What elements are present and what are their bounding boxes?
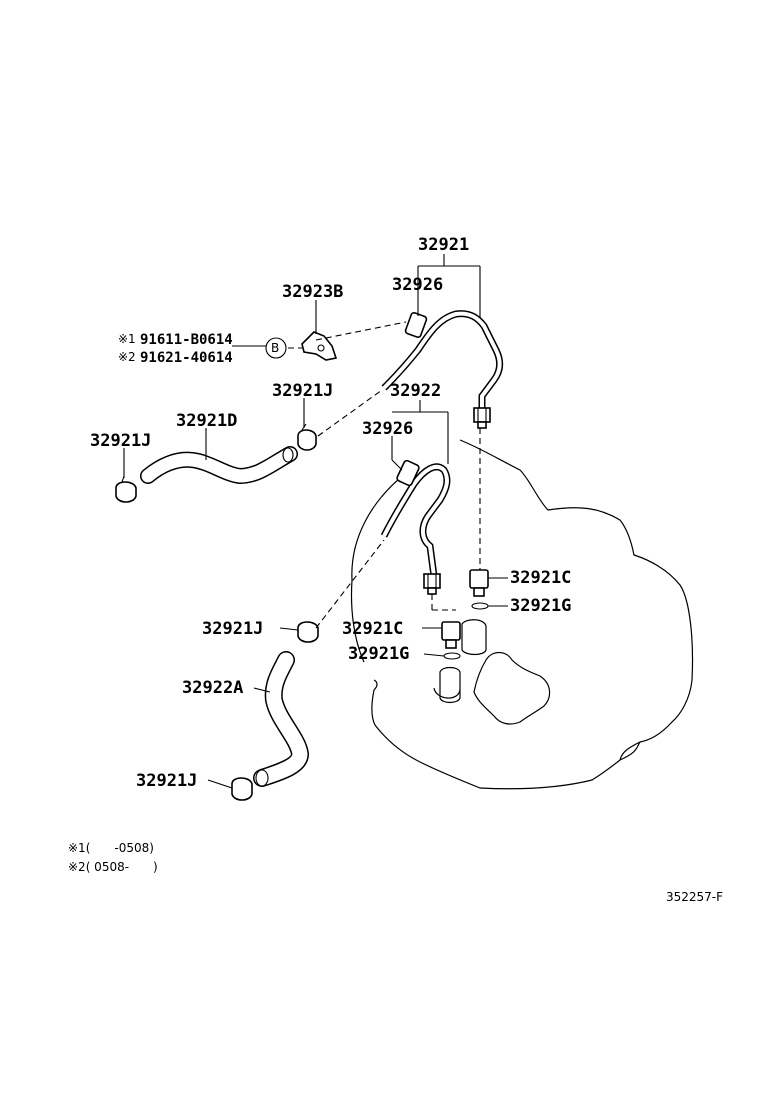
label-32921D: 32921D [176, 411, 237, 431]
clamp-32921J-c[interactable] [297, 621, 319, 643]
callout-b-label: B [271, 341, 279, 355]
label-32926-top: 32926 [392, 275, 443, 295]
label-32926-mid: 32926 [362, 419, 413, 439]
label-32921C-mid: 32921C [342, 619, 403, 639]
note-2: ※2( 0508- ) [68, 860, 158, 874]
sleeve-32926-mid[interactable] [396, 459, 420, 487]
fitting-32921C-mid[interactable] [441, 621, 461, 649]
label-32921J-b: 32921J [90, 431, 151, 451]
clamp-32921J-b[interactable] [115, 475, 137, 503]
label-32921C-right: 32921C [510, 568, 571, 588]
note-1: ※1( -0508) [68, 841, 154, 855]
washer-32921G-mid[interactable] [443, 652, 461, 660]
hose-32921D[interactable] [140, 446, 298, 485]
clamp-32921J-a[interactable] [297, 423, 317, 451]
pipe-32922[interactable] [380, 463, 451, 595]
pipe-32921[interactable] [381, 310, 504, 429]
label-32921G-right: 32921G [510, 596, 571, 616]
label-32921J-d: 32921J [136, 771, 197, 791]
fitting-32921C-right[interactable] [469, 569, 489, 597]
label-32921J-a: 32921J [272, 381, 333, 401]
connection-lines [288, 321, 481, 629]
bracket-32923B[interactable] [301, 331, 338, 361]
sleeve-32926-top[interactable] [404, 311, 428, 339]
label-32923B: 32923B [282, 282, 343, 302]
label-32921: 32921 [418, 235, 469, 255]
label-32922A: 32922A [182, 678, 243, 698]
leader-lines [123, 254, 508, 789]
hose-32922A[interactable] [253, 651, 310, 787]
diagram-id: 352257-F [666, 890, 723, 904]
label-alt2-mark: ※2 [118, 350, 136, 364]
label-alt2-part: 91621-40614 [140, 350, 233, 366]
label-alt1-part: 91611-B0614 [140, 332, 233, 348]
clamp-32921J-d[interactable] [231, 777, 253, 801]
callout-b-icon [265, 337, 287, 359]
washer-32921G-right[interactable] [471, 602, 489, 610]
label-32922: 32922 [390, 381, 441, 401]
label-alt1-mark: ※1 [118, 332, 136, 346]
label-32921G-mid: 32921G [348, 644, 409, 664]
label-32921J-c: 32921J [202, 619, 263, 639]
